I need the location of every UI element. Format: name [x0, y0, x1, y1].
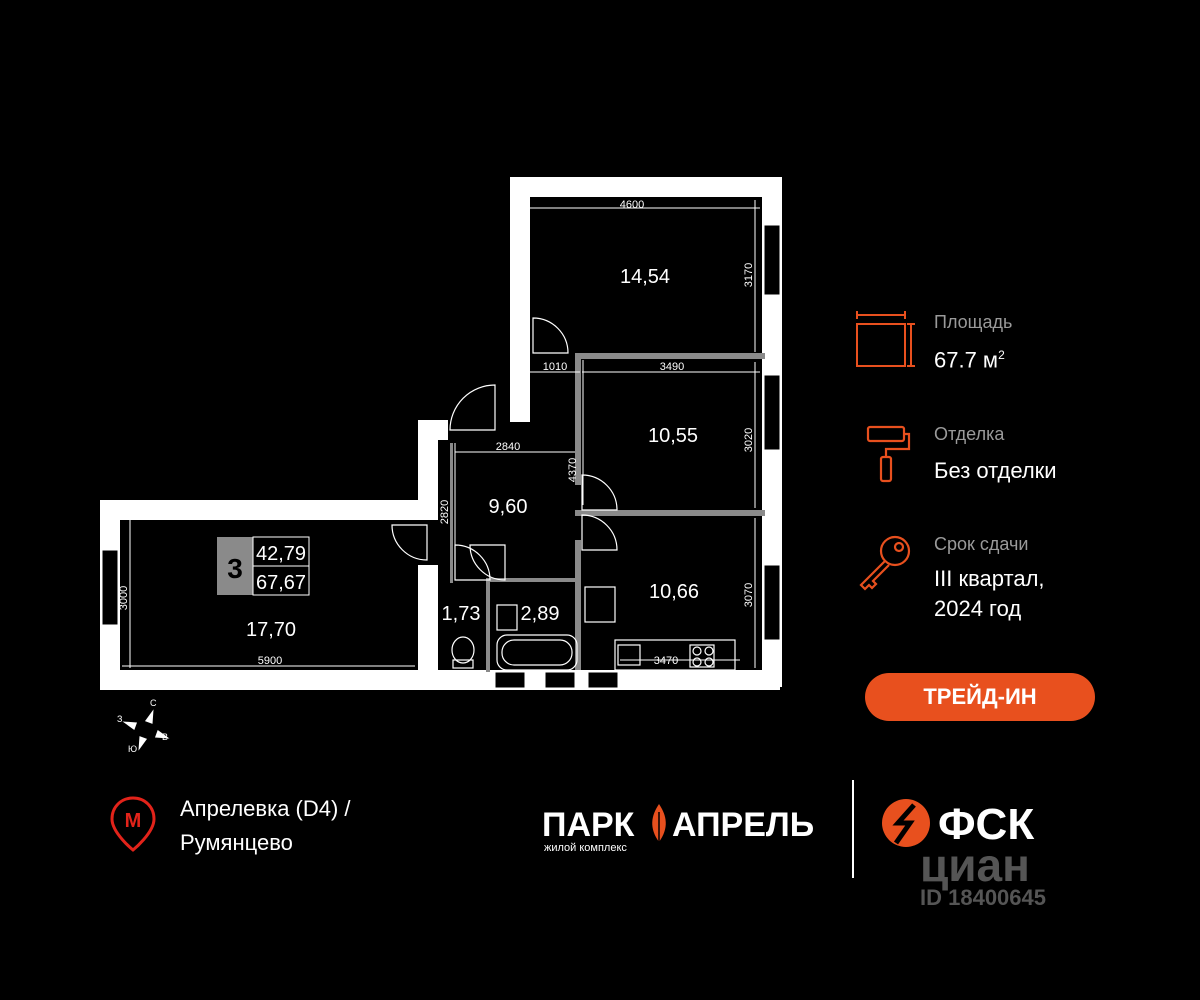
- dim-3490: 3490: [660, 361, 684, 373]
- metro-pin-icon: М: [110, 796, 156, 852]
- living-area: 42,79: [256, 543, 306, 565]
- dim-3070: 3070: [743, 583, 755, 607]
- deadline-label: Срок сдачи: [934, 534, 1029, 554]
- finish-label: Отделка: [934, 424, 1005, 444]
- dim-4370: 4370: [567, 458, 579, 482]
- park-subtitle: жилой комплекс: [544, 842, 627, 854]
- deadline-line1: III квартал,: [934, 566, 1045, 591]
- area-value: 67.7 м2: [934, 340, 1005, 375]
- dim-4600: 4600: [620, 199, 644, 211]
- brand-divider: [852, 780, 854, 878]
- room-area: 10,55: [648, 425, 698, 447]
- dim-5900: 5900: [258, 655, 282, 667]
- paint-roller-icon: [866, 425, 911, 483]
- room-area: 17,70: [246, 619, 296, 641]
- watermark-logo: циан: [920, 839, 1030, 891]
- partitions: [450, 353, 765, 672]
- windows: [101, 224, 781, 689]
- dim-1010: 1010: [543, 361, 567, 373]
- park-name-right: АПРЕЛЬ: [672, 806, 815, 844]
- dim-3470: 3470: [654, 655, 678, 667]
- deadline-line2: 2024 год: [934, 596, 1022, 621]
- compass-east: В: [162, 732, 168, 742]
- area-value-text: 67.7 м: [934, 347, 999, 373]
- room-count-badge: 3 42,79 67,67: [217, 536, 310, 596]
- metro-station-2: Румянцево: [180, 830, 293, 855]
- dim-2820: 2820: [439, 500, 451, 524]
- key-icon: [859, 535, 911, 591]
- compass-west: З: [117, 714, 122, 724]
- dim-3020: 3020: [743, 428, 755, 452]
- area-icon: [856, 311, 915, 367]
- room-area: 14,54: [620, 266, 670, 288]
- room-area: 1,73: [442, 603, 481, 625]
- room-areas: 14,54 10,55 9,60 10,66 17,70 1,73 2,89: [246, 266, 699, 641]
- developer-name: ФСК: [938, 800, 1035, 849]
- room-area: 10,66: [649, 581, 699, 603]
- compass-north: С: [150, 698, 157, 708]
- compass-icon: С З В Ю: [117, 698, 170, 754]
- total-area: 67,67: [256, 572, 306, 594]
- leaf-icon: [652, 804, 666, 848]
- dim-2840: 2840: [496, 441, 520, 453]
- trade-in-button[interactable]: ТРЕЙД-ИН: [865, 673, 1095, 721]
- room-area: 2,89: [521, 603, 560, 625]
- finish-value: Без отделки: [934, 458, 1057, 483]
- area-unit-sup: 2: [998, 348, 1005, 362]
- doors: [391, 317, 618, 581]
- compass-south: Ю: [128, 744, 137, 754]
- metro-station-1: Апрелевка (D4) /: [180, 796, 351, 821]
- dim-3000: 3000: [118, 586, 130, 610]
- park-name-left: ПАРК: [542, 806, 635, 844]
- room-count: 3: [227, 553, 243, 584]
- dimension-lines: [122, 200, 760, 668]
- metro-letter: М: [125, 810, 142, 832]
- watermark-id: ID 18400645: [920, 885, 1046, 910]
- fixtures: [451, 586, 736, 671]
- fsk-logo-icon: [882, 799, 930, 847]
- area-label: Площадь: [934, 312, 1013, 332]
- room-area: 9,60: [489, 496, 528, 518]
- dimension-labels: 4600 3170 1010 3490 3020 2840 4370 2820 …: [118, 199, 755, 667]
- dim-3170: 3170: [743, 263, 755, 287]
